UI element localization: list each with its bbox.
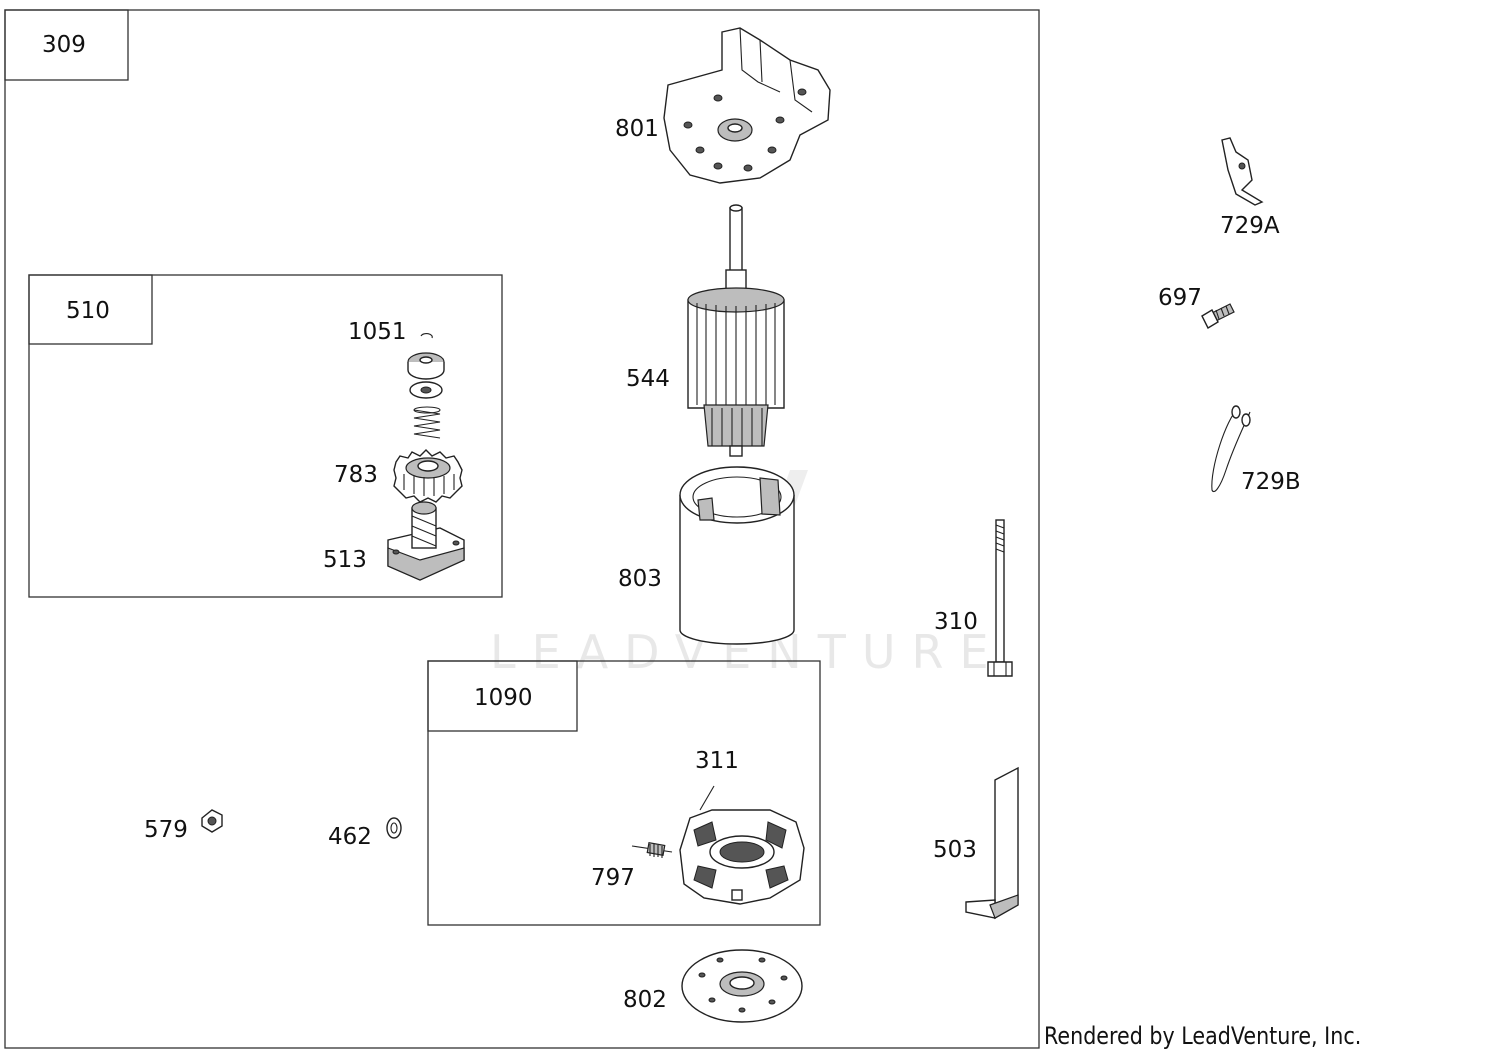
part-802-end-plate[interactable]	[681, 949, 803, 1023]
part-1051-label[interactable]: 1051	[348, 319, 407, 345]
part-697-label[interactable]: 697	[1158, 285, 1202, 311]
part-503-label[interactable]: 503	[933, 837, 977, 863]
main-assembly-tag-box	[4, 9, 129, 81]
part-544-armature[interactable]	[687, 204, 785, 457]
subassembly-1090-label[interactable]: 1090	[474, 685, 533, 711]
subassembly-1090-tag-box	[427, 660, 578, 732]
part-797-label[interactable]: 797	[591, 865, 635, 891]
part-729a-label[interactable]: 729A	[1220, 213, 1280, 239]
part-802-label[interactable]: 802	[623, 987, 667, 1013]
part-803-label[interactable]: 803	[618, 566, 662, 592]
part-310-label[interactable]: 310	[934, 609, 978, 635]
subassembly-510-frame	[28, 274, 503, 598]
subassembly-510-tag-box	[28, 274, 153, 345]
part-513-drive[interactable]	[387, 501, 465, 581]
part-544-label[interactable]: 544	[626, 366, 670, 392]
part-310-through-bolt[interactable]	[987, 519, 1013, 677]
part-729b-label[interactable]: 729B	[1241, 469, 1301, 495]
part-503-plate[interactable]	[965, 766, 1019, 920]
subassembly-510-label[interactable]: 510	[66, 298, 110, 324]
part-729a-clip[interactable]	[1221, 137, 1264, 206]
part-513-label[interactable]: 513	[323, 547, 367, 573]
subassembly-1090-frame	[427, 660, 821, 926]
part-462-label[interactable]: 462	[328, 824, 372, 850]
part-797-terminal[interactable]	[631, 841, 673, 858]
part-729b-wire-clip[interactable]	[1211, 405, 1251, 493]
part-311-brush-holder[interactable]	[679, 785, 805, 905]
part-579-nut[interactable]	[201, 809, 223, 833]
part-783-gear[interactable]	[393, 449, 463, 503]
part-783-label[interactable]: 783	[334, 462, 378, 488]
render-credit: Rendered by LeadVenture, Inc.	[1044, 1022, 1362, 1050]
part-803-housing[interactable]	[679, 466, 795, 645]
part-579-label[interactable]: 579	[144, 817, 188, 843]
part-462-washer[interactable]	[386, 817, 402, 839]
main-assembly-label[interactable]: 309	[42, 32, 86, 58]
part-697-screw[interactable]	[1201, 303, 1235, 329]
part-spring[interactable]	[413, 406, 441, 439]
main-assembly-frame	[4, 9, 1040, 1049]
part-801-bracket[interactable]	[663, 27, 831, 184]
part-801-label[interactable]: 801	[615, 116, 659, 142]
part-1051-retainer-stack[interactable]	[407, 333, 445, 399]
part-311-label[interactable]: 311	[695, 748, 739, 774]
